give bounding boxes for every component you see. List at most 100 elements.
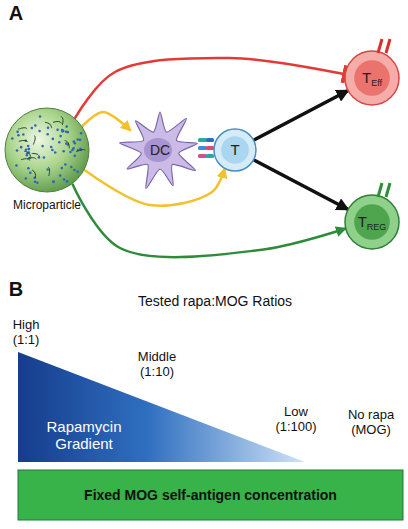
- drug-dot: [73, 155, 76, 158]
- drug-dot: [39, 115, 42, 118]
- node-text: Microparticle: [0, 197, 112, 215]
- drug-dot: [11, 137, 14, 140]
- drug-dot: [50, 146, 53, 149]
- particle-sphere: [5, 108, 89, 192]
- drug-dot: [47, 127, 50, 130]
- drug-dot: [66, 180, 69, 183]
- node-label: DC: [150, 142, 170, 158]
- tcr-molecule: [206, 138, 214, 142]
- drug-dot: [62, 150, 65, 153]
- drug-dot: [34, 124, 37, 127]
- effector-t-cell: TEff: [344, 50, 400, 106]
- drug-dot: [27, 145, 30, 148]
- drug-dot: [80, 132, 83, 135]
- antigen-strand: [24, 151, 31, 157]
- ratio-label: High (1:1): [2, 318, 50, 348]
- node-text: Rapamycin Gradient: [34, 414, 134, 456]
- receptor-chain: [386, 183, 390, 197]
- drug-dot: [63, 178, 66, 181]
- antigen-strand: [76, 150, 85, 152]
- drug-dot: [27, 167, 30, 170]
- node-label: T: [358, 213, 367, 230]
- inhibition-arrow: [75, 58, 344, 118]
- costim-receptor: [206, 154, 214, 158]
- node-label: Rapamycin Gradient: [34, 418, 134, 453]
- drug-dot: [36, 181, 39, 184]
- drug-dot: [62, 130, 65, 133]
- drug-dot: [58, 141, 61, 144]
- drug-dot: [20, 146, 23, 149]
- cell-membrane: [214, 129, 256, 171]
- drug-dot: [22, 133, 25, 136]
- drug-dot: [79, 138, 82, 141]
- drug-dot: [52, 180, 55, 183]
- drug-dot: [59, 135, 62, 138]
- drug-dot: [52, 138, 55, 141]
- induction-arrow: [73, 184, 345, 257]
- antigen-strand: [21, 159, 30, 161]
- drug-dot: [59, 174, 62, 177]
- cd80-molecule: [198, 146, 207, 150]
- antigen-strand: [65, 141, 70, 149]
- drug-dot: [76, 171, 79, 174]
- stimulation-arrow: [83, 112, 130, 130]
- cell-nucleus: [354, 204, 390, 240]
- drug-dot: [70, 166, 73, 169]
- receptor-chain: [378, 39, 382, 53]
- cell-membrane: [345, 51, 399, 105]
- node-outline: [4, 107, 90, 193]
- regulatory-t-cell: TREG: [344, 194, 400, 250]
- drug-dot: [64, 163, 67, 166]
- immune-synapse: [198, 138, 214, 158]
- node-text: T: [213, 128, 257, 172]
- panel-letter: B: [6, 278, 26, 301]
- subscript-text: REG: [367, 222, 387, 232]
- antigen-strand: [53, 121, 62, 123]
- drug-dot: [51, 149, 54, 152]
- antigen-strand: [33, 136, 35, 145]
- drug-dot: [73, 169, 76, 172]
- node-label: Fixed MOG self-antigen concentration: [84, 487, 337, 503]
- microparticle: Microparticle: [4, 107, 90, 193]
- antigen-strands: [18, 116, 85, 178]
- drug-dot: [41, 145, 44, 148]
- ratio-label: Low (1:100): [266, 405, 326, 435]
- mhc-molecule: [198, 138, 207, 142]
- panel-letter: A: [6, 2, 26, 25]
- dendritic-cell-body: [120, 112, 198, 189]
- ratio-label: No rapa (MOG): [338, 408, 404, 438]
- drug-dot: [72, 147, 75, 150]
- node-label: T: [362, 69, 371, 86]
- node-label: T: [230, 141, 239, 158]
- fixed-antigen-band: Fixed MOG self-antigen concentration: [18, 470, 403, 520]
- cell-membrane: [345, 195, 399, 249]
- drug-dot: [17, 134, 20, 137]
- node-text: DC: [116, 106, 204, 194]
- differentiation-arrow: [254, 91, 347, 140]
- drug-dot: [28, 148, 31, 151]
- cell-nucleus: [221, 136, 249, 164]
- antigen-band: [18, 470, 403, 520]
- drug-dot: [29, 171, 32, 174]
- t-cell: T: [213, 128, 257, 172]
- drug-dot: [65, 130, 68, 133]
- drug-dot: [27, 148, 30, 151]
- differentiation-arrow: [254, 160, 347, 209]
- drug-dot: [65, 125, 68, 128]
- drug-dot: [56, 128, 59, 131]
- antigen-strand: [32, 170, 35, 178]
- dendritic-cell: DC: [116, 106, 204, 194]
- receptor-chain: [378, 183, 382, 197]
- node-label: Microparticle: [13, 199, 81, 213]
- drug-dot: [15, 164, 18, 167]
- costim-molecule: [198, 154, 207, 158]
- drug-dot: [38, 130, 41, 133]
- drug-dots: [11, 115, 82, 184]
- antigen-strand: [48, 167, 50, 176]
- drug-dot: [46, 168, 49, 171]
- receptor-chain: [386, 39, 390, 53]
- drug-dot: [25, 177, 28, 180]
- antigen-strand: [19, 140, 28, 142]
- drug-dot: [65, 142, 68, 145]
